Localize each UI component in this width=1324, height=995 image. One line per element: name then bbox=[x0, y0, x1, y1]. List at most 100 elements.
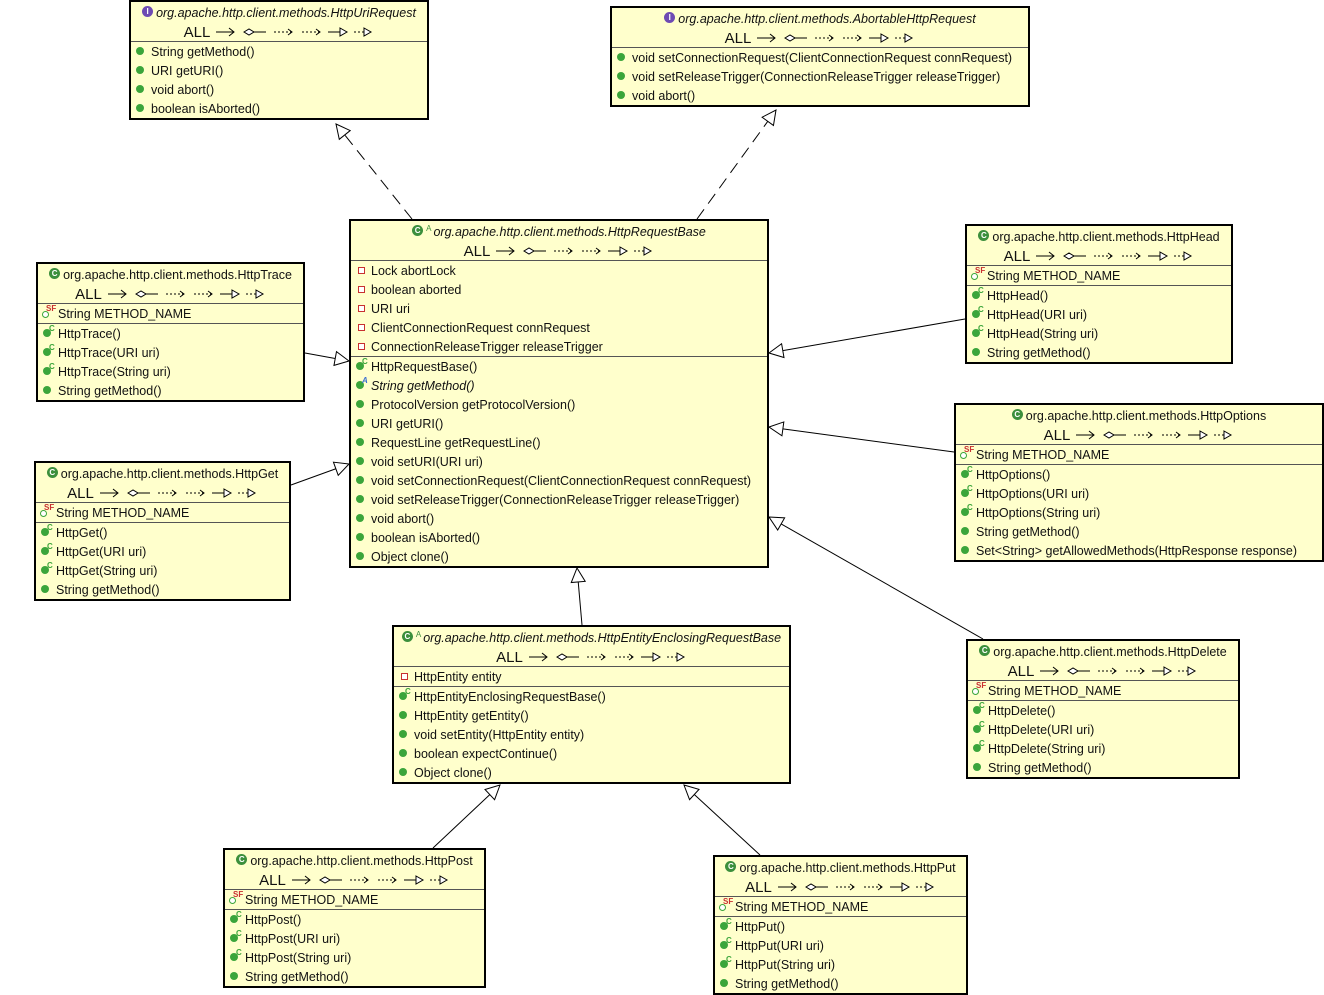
method-row[interactable]: URI getURI() bbox=[351, 414, 767, 433]
field-row[interactable]: ConnectionReleaseTrigger releaseTrigger bbox=[351, 337, 767, 356]
field-row[interactable]: URI uri bbox=[351, 299, 767, 318]
method-row[interactable]: String getMethod() bbox=[131, 42, 427, 61]
method-row[interactable]: Object clone() bbox=[351, 547, 767, 566]
method-row[interactable]: void abort() bbox=[131, 80, 427, 99]
field-row[interactable]: HttpEntity entity bbox=[394, 667, 789, 686]
relation-filter-row[interactable]: ALL bbox=[715, 878, 966, 897]
relation-filter-row[interactable]: ALL bbox=[956, 426, 1322, 445]
method-row[interactable]: String getMethod() bbox=[968, 758, 1238, 777]
method-row[interactable]: void setReleaseTrigger(ConnectionRelease… bbox=[612, 67, 1028, 86]
method-row[interactable]: void setEntity(HttpEntity entity) bbox=[394, 725, 789, 744]
method-row[interactable]: void setReleaseTrigger(ConnectionRelease… bbox=[351, 490, 767, 509]
method-row[interactable]: RequestLine getRequestLine() bbox=[351, 433, 767, 452]
hollow-arrowhead bbox=[333, 350, 351, 367]
field-row[interactable]: Lock abortLock bbox=[351, 261, 767, 280]
relation-filter-row[interactable]: ALL bbox=[36, 484, 289, 503]
relation-filter-row[interactable]: ALL bbox=[225, 871, 484, 890]
method-row[interactable]: ProtocolVersion getProtocolVersion() bbox=[351, 395, 767, 414]
method-row[interactable]: void setConnectionRequest(ClientConnecti… bbox=[351, 471, 767, 490]
method-row[interactable]: URI getURI() bbox=[131, 61, 427, 80]
field-row[interactable]: ClientConnectionRequest connRequest bbox=[351, 318, 767, 337]
relation-filter-row[interactable]: ALL bbox=[967, 247, 1231, 266]
method-row[interactable]: String getMethod() bbox=[715, 974, 966, 993]
method-row[interactable]: boolean isAborted() bbox=[131, 99, 427, 118]
member-signature: HttpOptions(String uri) bbox=[976, 505, 1101, 520]
method-row[interactable]: String getMethod() bbox=[38, 381, 303, 400]
method-row[interactable]: void setConnectionRequest(ClientConnecti… bbox=[612, 48, 1028, 67]
method-row[interactable]: boolean isAborted() bbox=[351, 528, 767, 547]
method-row[interactable]: Object clone() bbox=[394, 763, 789, 782]
method-row[interactable]: String getMethod() bbox=[956, 522, 1322, 541]
method-row[interactable]: void abort() bbox=[612, 86, 1028, 105]
method-row[interactable]: boolean expectContinue() bbox=[394, 744, 789, 763]
method-row[interactable]: String getMethod() bbox=[225, 967, 484, 986]
relation-filter-row[interactable]: ALL bbox=[612, 29, 1028, 48]
relation-filter-row[interactable]: ALL bbox=[131, 23, 427, 42]
relation-filter-row[interactable]: ALL bbox=[38, 285, 303, 304]
relation-filter-row[interactable]: ALL bbox=[394, 648, 789, 667]
field-row[interactable]: boolean aborted bbox=[351, 280, 767, 299]
method-row[interactable]: String getMethod() bbox=[36, 580, 289, 599]
relation-filter-row[interactable]: ALL bbox=[968, 662, 1238, 681]
method-row[interactable]: Set<String> getAllowedMethods(HttpRespon… bbox=[956, 541, 1322, 560]
relation-filter-row[interactable]: ALL bbox=[351, 242, 767, 261]
method-row[interactable]: HttpEntity getEntity() bbox=[394, 706, 789, 725]
method-row[interactable]: void setURI(URI uri) bbox=[351, 452, 767, 471]
method-row[interactable]: String getMethod() bbox=[967, 343, 1231, 362]
method-row[interactable]: void abort() bbox=[351, 509, 767, 528]
